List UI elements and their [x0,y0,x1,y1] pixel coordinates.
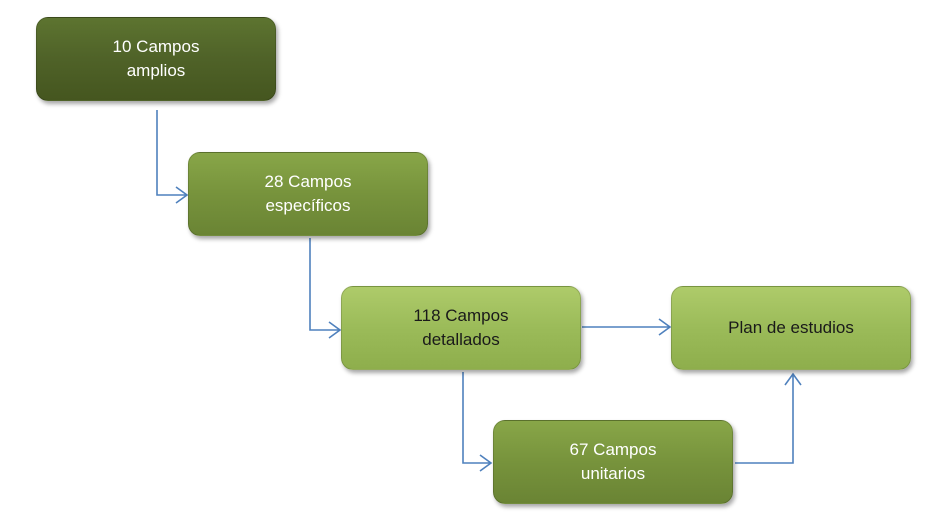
node-label: 118 Campos detallados [413,306,509,349]
arrow-detallados-unitarios [462,372,493,472]
node-campos-amplios: 10 Campos amplios [36,17,276,101]
node-campos-detallados: 118 Campos detallados [341,286,581,370]
node-campos-unitarios: 67 Campos unitarios [493,420,733,504]
arrow-detallados-plan [582,318,672,336]
arrow-unitarios-plan [735,372,802,464]
node-label: Plan de estudios [728,318,854,337]
node-label: 10 Campos amplios [112,37,200,80]
arrow-especificos-detallados [309,238,342,339]
node-label: 67 Campos unitarios [569,440,657,483]
node-plan-de-estudios: Plan de estudios [671,286,911,370]
arrow-amplios-especificos [156,110,189,204]
node-label: 28 Campos específicos [264,172,352,215]
node-campos-especificos: 28 Campos específicos [188,152,428,236]
